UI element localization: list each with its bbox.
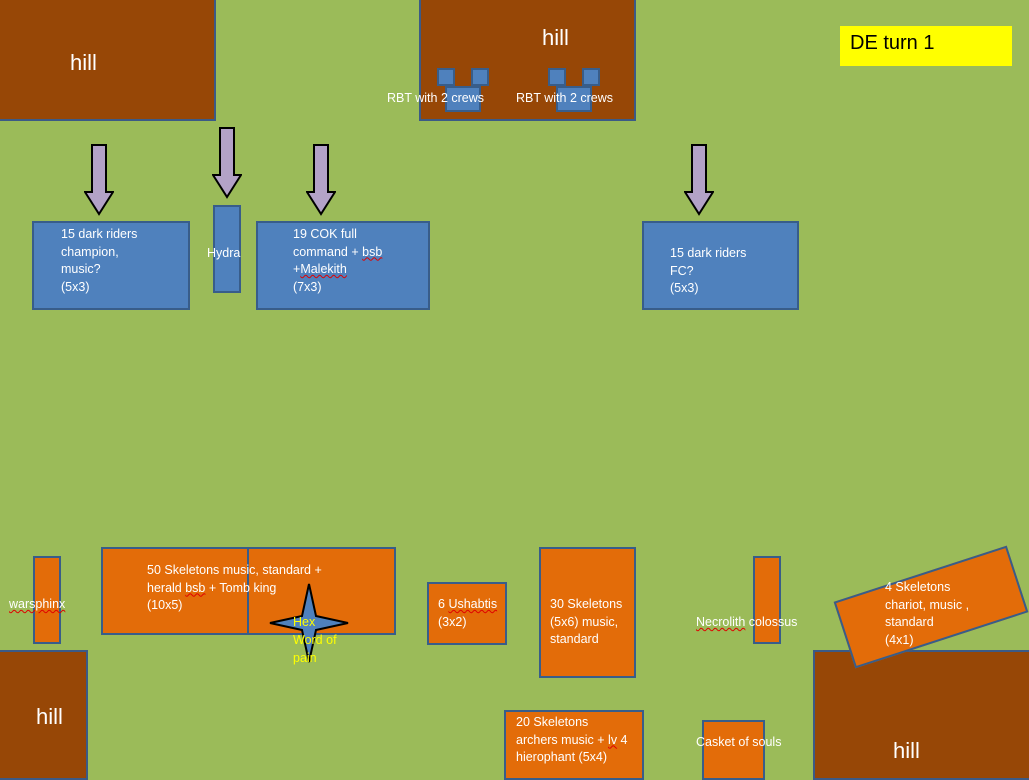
- cok-line: +: [293, 262, 301, 276]
- necrolith-name: Necrolith: [696, 615, 746, 629]
- skeletons-50-line: 50 Skeletons music, standard + herald: [147, 563, 322, 595]
- unit-casket-label: Casket of souls: [696, 735, 782, 749]
- unit-skeletons-30-label: 30 Skeletons (5x6) music, standard: [550, 597, 623, 646]
- hill-top-left: hill: [0, 0, 216, 121]
- cok-malekith: Malekith: [300, 262, 347, 276]
- down-arrow-icon: [84, 144, 114, 216]
- spell-hex-label: Hex: [293, 615, 316, 629]
- archers-line: 20 Skeletons archers music +: [516, 715, 605, 747]
- crew-marker: [437, 68, 455, 86]
- unit-cok-label: 19 COK full command + bsb +Malekith (7x3…: [293, 226, 382, 296]
- necrolith-suffix: colossus: [745, 615, 798, 629]
- hill-label: hill: [542, 25, 569, 50]
- unit-ushabtis: [427, 582, 507, 645]
- unit-dark-riders-left: [32, 221, 190, 310]
- unit-chariots-label: 4 Skeletons chariot, music , standard (4…: [885, 580, 970, 647]
- unit-warsphinx: [33, 556, 61, 644]
- hill-bottom-left: hill: [0, 650, 88, 780]
- down-arrow-icon: [306, 144, 336, 216]
- turn-label: DE turn 1: [840, 26, 1012, 66]
- cok-line: 19 COK full command +: [293, 227, 359, 259]
- rbt-machine: [556, 86, 592, 112]
- unit-necrolith: [753, 556, 781, 644]
- archers-line: 4 hierophant (5x4): [516, 732, 628, 765]
- ushabtis-line: 6: [438, 597, 449, 611]
- unit-warsphinx-label: warsphinx: [9, 597, 66, 611]
- hill-label: hill: [893, 738, 920, 763]
- unit-skeletons-30: [539, 547, 636, 678]
- unit-dark-riders-left-label: 15 dark riders champion, music? (5x3): [61, 227, 138, 294]
- unit-ushabtis-label: 6 Ushabtis (3x2): [438, 596, 497, 631]
- archers-lv: lv: [608, 732, 618, 747]
- crew-marker: [471, 68, 489, 86]
- unit-skeletons-50-label: 50 Skeletons music, standard + herald bs…: [147, 562, 322, 615]
- unit-hydra-label: Hydra: [207, 246, 241, 260]
- unit-dark-riders-right: [642, 221, 799, 310]
- unit-cok: [256, 221, 430, 310]
- crew-marker: [582, 68, 600, 86]
- unit-dark-riders-right-label: 15 dark riders FC? (5x3): [670, 246, 747, 295]
- rbt-machine: [445, 86, 481, 112]
- unit-archers-label: 20 Skeletons archers music + lv 4 hierop…: [516, 714, 628, 767]
- rbt-left-label: RBT with 2 crews: [387, 91, 485, 105]
- ushabtis-line: (3x2): [438, 614, 467, 629]
- ushabtis-name: Ushabtis: [448, 597, 498, 611]
- cok-bsb: bsb: [362, 244, 383, 259]
- hill-bottom-right: hill: [813, 650, 1029, 780]
- down-arrow-icon: [684, 144, 714, 216]
- skeletons-50-line: + Tomb king (10x5): [147, 580, 277, 613]
- unit-hydra: [213, 205, 241, 293]
- crew-marker: [548, 68, 566, 86]
- hill-label: hill: [70, 50, 97, 75]
- rbt-right-label: RBT with 2 crews: [516, 91, 614, 105]
- star-icon: [269, 583, 349, 663]
- down-arrow-icon: [212, 127, 242, 199]
- cok-line: (7x3): [293, 279, 322, 294]
- spell-word-label: Word of pain: [293, 633, 337, 665]
- skeletons-50-bsb: bsb: [185, 580, 206, 595]
- unit-necrolith-label: Necrolith colossus: [696, 614, 797, 632]
- unit-archers: [504, 710, 644, 780]
- unit-divider: [247, 548, 249, 634]
- hill-label: hill: [36, 704, 63, 729]
